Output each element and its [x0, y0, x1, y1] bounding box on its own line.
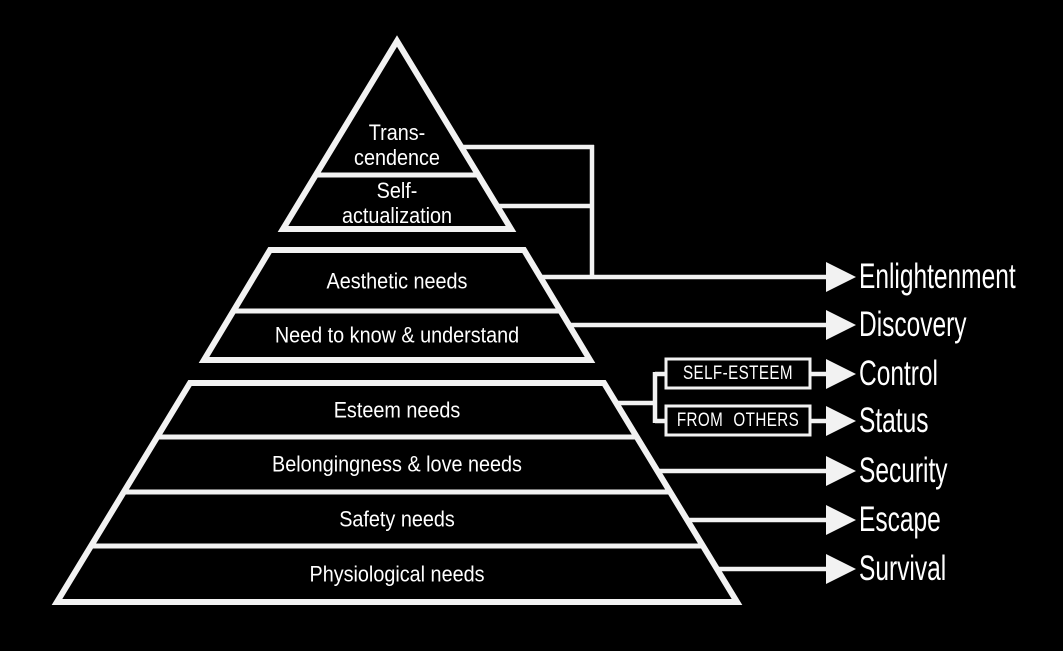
- self-actualization-line1: Self-: [376, 178, 418, 203]
- motivation-label-discovery: Discovery: [859, 305, 967, 344]
- pyramid-level-transcendence: Trans- cendence: [354, 120, 440, 170]
- pyramid-level-self-actualization: Self- actualization: [342, 178, 452, 228]
- arrowhead-survival-icon: [826, 554, 856, 584]
- pyramid-level-physiological: Physiological needs: [309, 561, 485, 587]
- from-others-box: [664, 404, 812, 437]
- motivation-label-status: Status: [859, 401, 929, 440]
- pyramid-level-safety: Safety needs: [339, 506, 455, 532]
- motivation-label-security: Security: [859, 451, 948, 490]
- arrowhead-status-icon: [826, 406, 856, 436]
- from-others-box-label: FROM OTHERS: [676, 410, 800, 431]
- pyramid-level-aesthetic: Aesthetic needs: [326, 268, 468, 294]
- pyramid-level-esteem: Esteem needs: [333, 397, 461, 423]
- pyramid-level-belongingness: Belongingness & love needs: [272, 451, 522, 477]
- arrowhead-escape-icon: [826, 505, 856, 535]
- pyramid-block-middle: [198, 247, 596, 363]
- motivation-label-enlightenment: Enlightenment: [859, 257, 1016, 296]
- transcendence-line1: Trans-: [368, 120, 426, 145]
- arrowhead-control-icon: [826, 359, 856, 389]
- transcendence-line2: cendence: [354, 145, 440, 170]
- arrowhead-enlightenment-icon: [826, 262, 856, 292]
- pyramid-level-need-to-know: Need to know & understand: [274, 322, 520, 348]
- arrowhead-security-icon: [826, 456, 856, 486]
- motivation-label-survival: Survival: [859, 549, 947, 588]
- motivation-label-escape: Escape: [859, 500, 941, 539]
- arrowhead-discovery-icon: [826, 310, 856, 340]
- pyramid-block-bottom: [51, 380, 743, 605]
- self-actualization-line2: actualization: [341, 203, 453, 228]
- self-esteem-box: [664, 357, 812, 390]
- motivation-label-control: Control: [859, 354, 938, 393]
- self-esteem-box-label: SELF-ESTEEM: [683, 363, 793, 384]
- pyramid-block-top: [277, 35, 517, 232]
